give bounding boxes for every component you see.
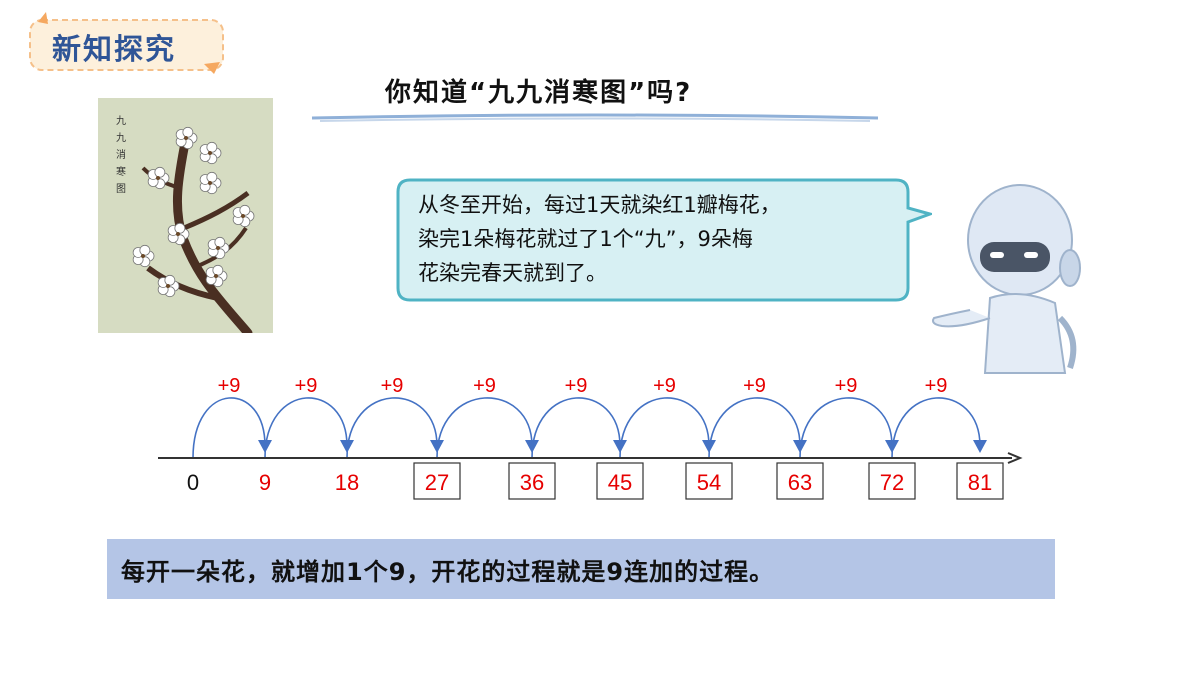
plum-blossom-picture: 九 九 消 寒 图 [98,98,273,338]
arrow-head-icon [973,440,987,453]
jump-arc [531,397,621,459]
number-line-value: 81 [968,470,992,495]
axis-arrow-icon [1007,452,1023,464]
summary-text: 每开一朵花，就增加1个9，开花的过程就是9连加的过程。 [121,558,775,586]
robot-icon [932,184,1081,374]
title-underline [311,113,879,122]
number-line: 0 +9 9 +9 18 +9 27 +9 36 +9 45 +9 54 +9 63 +9 72 +9 81 [158,375,1023,500]
bubble-line: 染完1朵梅花就过了1个“九”，9朵梅 [418,227,753,251]
bubble-line: 从冬至开始，每过1天就染红1瓣梅花， [418,193,781,217]
number-line-value: 45 [608,470,632,495]
jump-arc [192,397,266,459]
jump-arc [619,397,710,459]
number-line-value: 63 [788,470,812,495]
plum-branch-illustration: 九 九 消 寒 图 [116,115,255,338]
answer-box [776,462,824,500]
jump-arc [264,397,348,459]
step-label: +9 [743,375,766,397]
picture-caption: 九 九 消 寒 图 [116,115,126,195]
step-label: +9 [565,375,588,397]
answer-box [956,462,1004,500]
step-label: +9 [473,375,496,397]
step-label: +9 [218,375,241,397]
bubble-line: 花染完春天就到了。 [418,261,607,285]
number-line-value: 36 [520,470,544,495]
step-label: +9 [835,375,858,397]
jump-arc [346,397,438,459]
svg-text:图: 图 [116,183,126,195]
answer-box [413,462,461,500]
answer-box [685,462,733,500]
badge-frame [29,12,224,74]
step-label: +9 [381,375,404,397]
number-line-value: 27 [425,470,449,495]
answer-box [596,462,644,500]
badge-label: 新知探究 [52,32,177,66]
jump-arc [708,397,801,459]
number-line-value: 9 [259,470,271,495]
jump-arc [799,397,893,459]
svg-text:消: 消 [116,148,126,161]
answer-box [508,462,556,500]
page-title: 你知道“九九消寒图”吗? [385,78,693,108]
number-line-start-label: 0 [187,470,199,495]
svg-text:九: 九 [116,115,126,127]
svg-text:九: 九 [116,132,126,144]
bubble-text: 从冬至开始，每过1天就染红1瓣梅花， 染完1朵梅花就过了1个“九”，9朵梅 花染… [418,188,928,290]
number-line-value: 72 [880,470,904,495]
number-line-value: 54 [697,470,721,495]
step-label: +9 [295,375,318,397]
jump-arc [891,397,981,459]
svg-text:寒: 寒 [116,165,126,178]
answer-box [868,462,916,500]
step-label: +9 [653,375,676,397]
step-label: +9 [925,375,948,397]
speech-bubble [396,178,932,302]
jump-arc [436,397,533,459]
summary-box: 每开一朵花，就增加1个9，开花的过程就是9连加的过程。 [107,539,1055,599]
number-line-value: 18 [335,470,359,495]
